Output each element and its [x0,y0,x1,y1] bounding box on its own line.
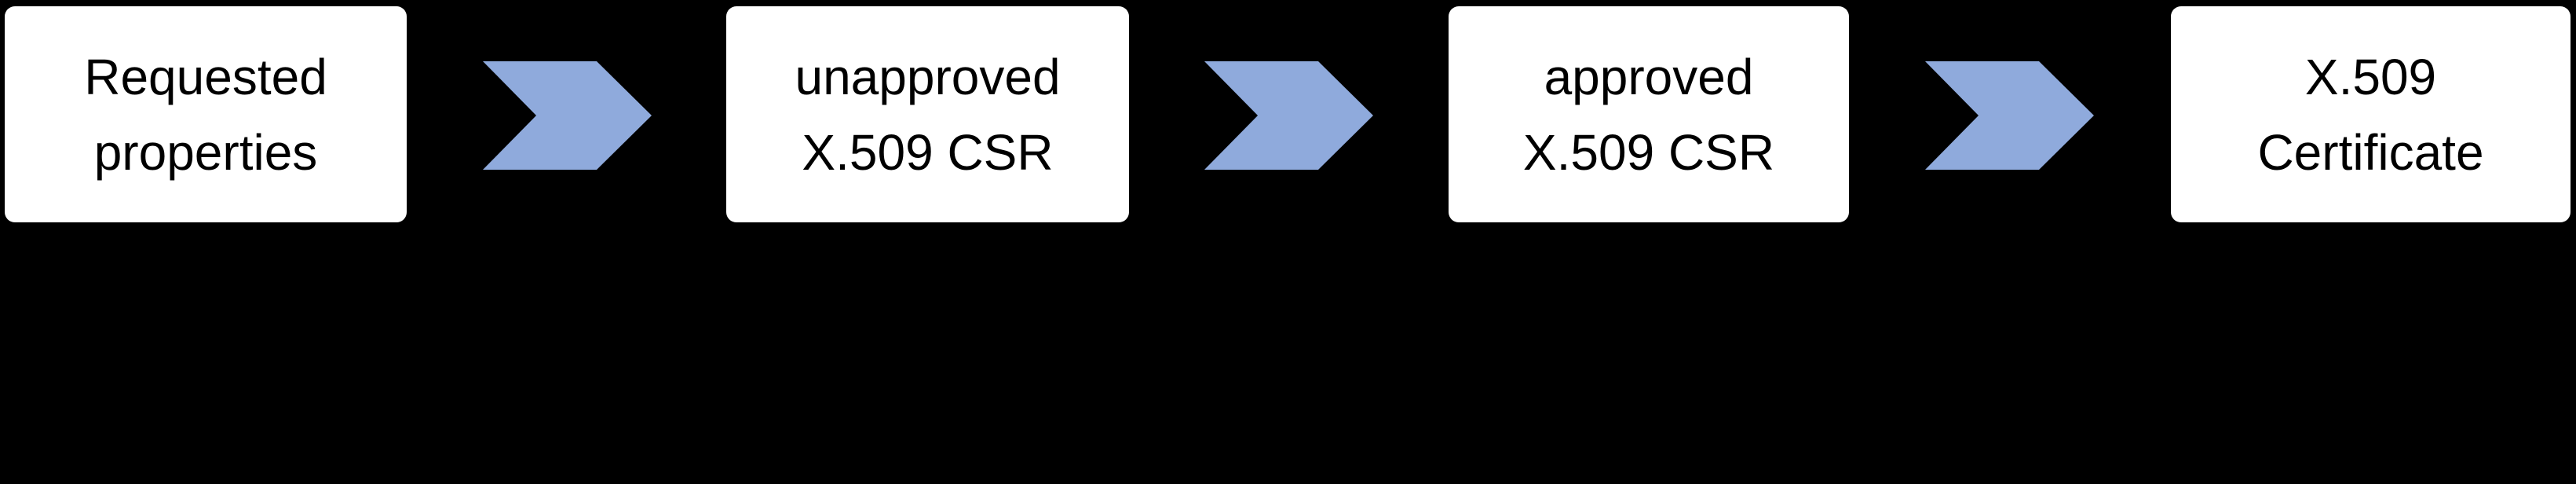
chevron-right-arrow-icon [483,61,652,170]
chevron-right-arrow-icon [1925,61,2094,170]
stage-box-requested-properties[interactable]: Requested properties [5,6,407,222]
stage-label-line-2: X.509 CSR [802,123,1054,181]
stage-box-x509-certificate[interactable]: X.509 Certificate [2171,6,2571,222]
stage-label-line-1: approved [1544,48,1754,105]
process-flow-row: Requested properties unapproved X.509 CS… [0,0,2576,229]
stage-label-line-1: Requested [84,48,327,105]
chevron-right-arrow-glyph [1204,61,1373,170]
stage-box-unapproved-csr[interactable]: unapproved X.509 CSR [726,6,1129,222]
chevron-right-arrow-icon [1204,61,1373,170]
chevron-right-arrow-glyph [483,61,652,170]
stage-box-approved-csr[interactable]: approved X.509 CSR [1449,6,1849,222]
stage-label-line-2: properties [93,123,318,181]
chevron-right-arrow-glyph [1925,61,2094,170]
stage-label-line-1: unapproved [795,48,1061,105]
stage-label-line-2: X.509 CSR [1522,123,1775,181]
empty-canvas-area [0,229,2576,484]
stage-label-line-2: Certificate [2257,123,2484,181]
stage-label-line-1: X.509 [2304,48,2437,105]
